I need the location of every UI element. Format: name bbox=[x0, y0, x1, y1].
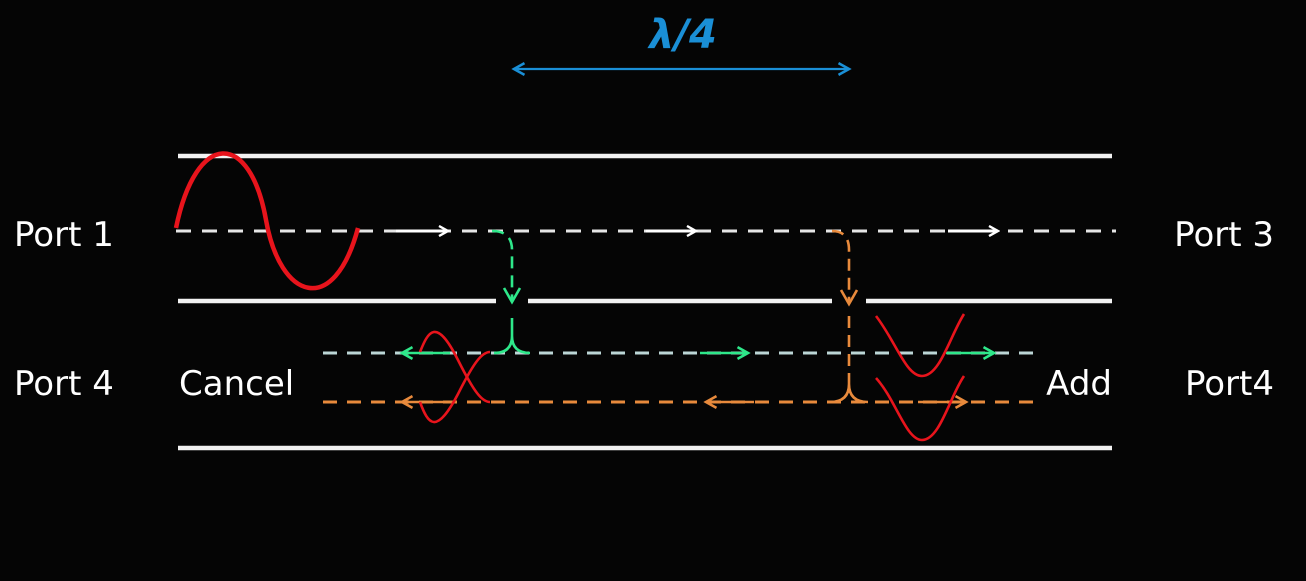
port-4-left-label: Port 4 bbox=[14, 364, 114, 404]
add-wave-upper bbox=[874, 313, 966, 378]
input-sine-wave bbox=[173, 151, 361, 291]
green-coupling-tap bbox=[491, 229, 514, 300]
green-tap-split bbox=[493, 318, 531, 355]
port-1-label: Port 1 bbox=[14, 215, 114, 255]
orange-tap-split bbox=[829, 383, 869, 404]
cancel-label: Cancel bbox=[179, 364, 294, 404]
green-tap-arrowhead bbox=[502, 287, 522, 305]
add-wave-lower bbox=[875, 375, 966, 442]
cancel-wave-a bbox=[418, 330, 491, 404]
add-label: Add bbox=[1046, 364, 1112, 404]
orange-coupling-tap bbox=[831, 229, 851, 302]
port-4-right-label: Port4 bbox=[1185, 364, 1274, 404]
port-3-label: Port 3 bbox=[1174, 215, 1274, 255]
quarter-wave-label: λ/4 bbox=[647, 12, 717, 58]
orange-tap-arrowhead bbox=[839, 289, 859, 307]
cancel-wave-b bbox=[418, 350, 491, 424]
